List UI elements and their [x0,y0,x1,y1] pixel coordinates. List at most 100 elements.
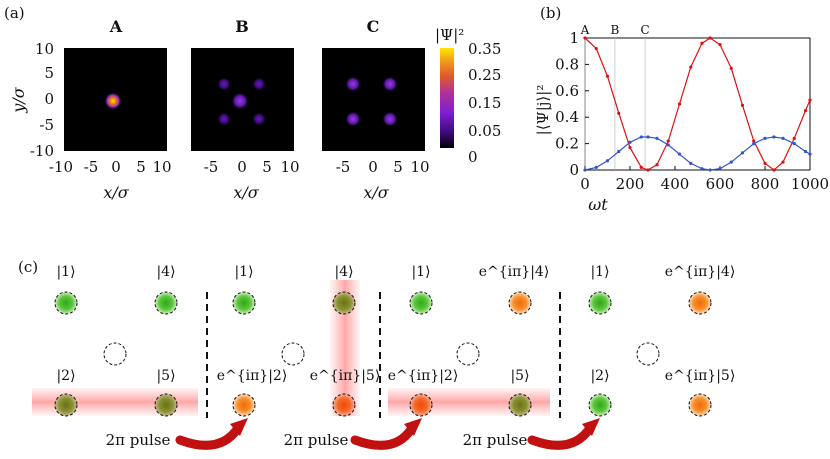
site-circle [688,291,712,315]
svg-text:e^{iπ}|2⟩: e^{iπ}|2⟩ [217,368,288,384]
heatmap-a [64,48,167,151]
series-point [617,111,621,115]
pulse-label: 2π pulse [106,431,171,449]
colorbar [440,48,454,148]
heatmap-title-b: B [235,17,249,36]
site-circle-empty [103,342,127,366]
svg-text:0.35: 0.35 [468,40,501,58]
svg-text:e^{iπ}|5⟩: e^{iπ}|5⟩ [310,368,381,384]
series-point [677,152,682,156]
svg-text:|5⟩: |5⟩ [510,368,529,384]
x-tick-label: 0 [580,175,590,193]
y-tick: 5 [44,64,54,82]
svg-text:0.25: 0.25 [468,66,501,84]
series-point [740,103,745,107]
stage-2: |1⟩ |4⟩ e^{iπ}|2⟩ e^{iπ}|5⟩ [217,264,381,417]
y-tick: -5 [39,116,54,134]
marker-label: B [611,23,620,37]
svg-text:0: 0 [237,158,247,176]
series-point [718,43,722,47]
site-circle-empty [281,342,305,366]
pulse-label: 2π pulse [284,431,349,449]
site-circle [588,291,612,315]
site-circle [508,393,532,417]
site-circle-empty [456,342,480,366]
series-point [700,41,704,45]
site-circle [409,291,433,315]
heatmap-c [322,48,425,151]
svg-text:5: 5 [393,158,403,176]
svg-text:0: 0 [368,158,378,176]
svg-text:5: 5 [262,158,272,176]
heatmap-y-ticks: 10 5 0 -5 -10 [30,40,54,160]
site-circle [409,393,433,417]
pulse-arrow-2 [350,418,422,450]
svg-text:0.05: 0.05 [468,122,501,140]
panel-a-label: (a) [4,4,25,22]
svg-text:e^{iπ}|2⟩: e^{iπ}|2⟩ [388,368,459,384]
y-tick: 10 [35,40,54,58]
series-point [646,168,650,172]
series-point [803,109,808,113]
heatmap-title-a: A [109,17,123,36]
series-point [666,143,670,147]
series-point [666,139,670,143]
site-circle [588,393,612,417]
series-point [708,168,712,172]
marker-label: C [640,23,649,37]
svg-text:e^{iπ}|4⟩: e^{iπ}|4⟩ [479,264,550,280]
series-point [772,135,776,139]
y-tick: 0 [44,90,54,108]
series-point [594,46,598,51]
heatmap-ylabel: y/σ [9,86,28,113]
series-point [808,152,812,156]
series-point [740,151,745,155]
svg-text:10: 10 [280,158,299,176]
series-point [617,149,621,154]
series-point [803,149,808,154]
marker-label: A [580,23,590,37]
site-circle [154,291,178,315]
series-point [700,167,704,171]
series-point [605,159,610,163]
series-point [729,160,733,164]
pulse-arrow-3 [527,418,600,450]
heatmap-xlabel-a: x/σ [103,183,129,202]
site-circle [54,291,78,315]
heatmap-x-ticks-c: -5 0 5 10 [336,158,430,176]
series-point [752,142,756,146]
heatmap-xlabel-c: x/σ [363,183,389,202]
svg-text:10: 10 [410,158,429,176]
y-tick-label: 0.2 [555,135,579,153]
stage-1: |1⟩ |4⟩ |2⟩ |5⟩ [54,264,178,417]
series-point [628,140,632,144]
site-circle [332,393,356,417]
series-point [781,160,785,164]
series-point [752,139,756,143]
svg-text:|2⟩: |2⟩ [590,368,609,384]
svg-text:|1⟩: |1⟩ [590,264,609,280]
series-point [594,165,598,169]
svg-text:|1⟩: |1⟩ [56,264,75,280]
series-point [763,136,767,140]
site-circle [508,291,532,315]
heatmap-x-ticks-a: -10 -5 0 5 10 [49,158,172,176]
svg-text:|4⟩: |4⟩ [156,264,175,280]
series-point [583,36,587,40]
panel-c-label: (c) [18,258,38,276]
colorbar-ticks: 0.35 0.25 0.15 0.05 0 [468,40,501,166]
series-line-2 [584,136,811,171]
heatmap-x-ticks-b: -5 0 5 10 [204,158,300,176]
series-point [677,102,682,106]
series-point [605,74,610,78]
x-tick-label: 200 [616,175,645,193]
site-circle [154,393,178,417]
pulse-label: 2π pulse [463,431,528,449]
svg-text:|4⟩: |4⟩ [334,264,353,280]
series-point [646,135,650,139]
x-tick-label: 800 [751,175,780,193]
series-point [628,145,632,150]
svg-text:e^{iπ}|5⟩: e^{iπ}|5⟩ [665,368,736,384]
heatmap-xlabel-b: x/σ [233,183,259,202]
